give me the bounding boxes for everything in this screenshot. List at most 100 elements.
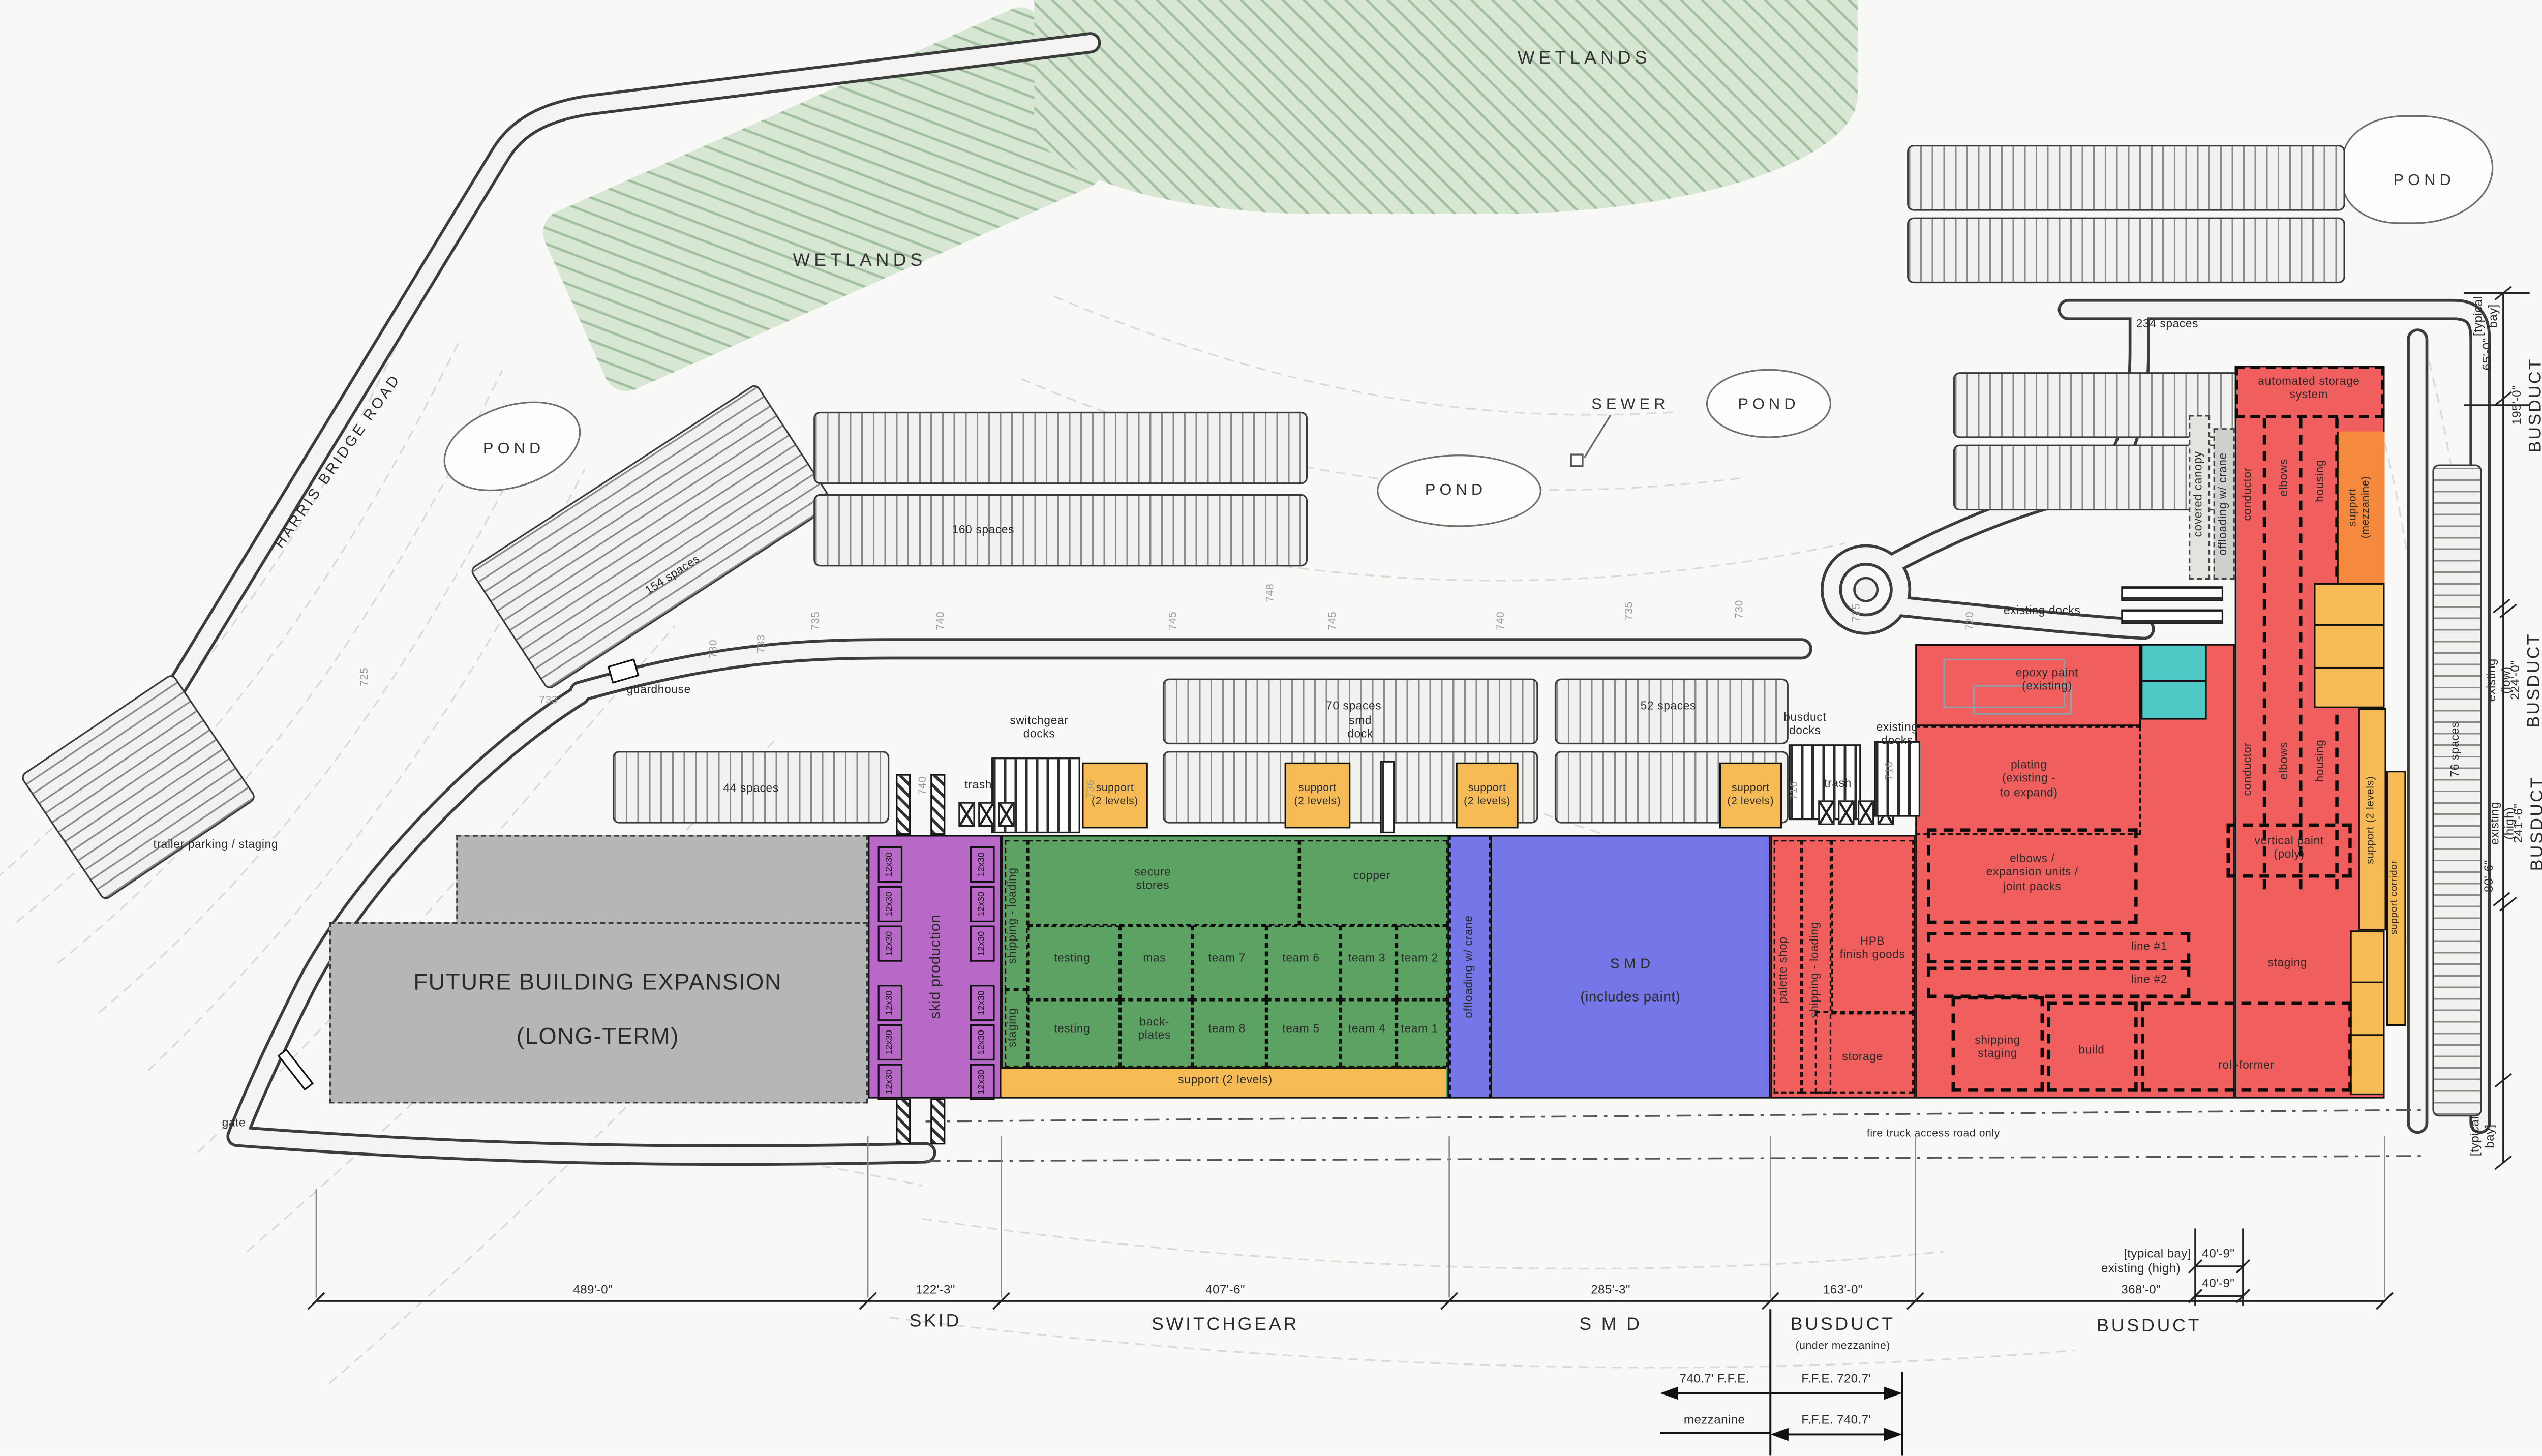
backplates-cell: [1119, 999, 1193, 1068]
dim-typical-bay: [typical bay]: [2124, 1246, 2191, 1261]
vertical-paint-label: vertical paint (poly): [2254, 836, 2324, 862]
pond-right-label: POND: [2393, 172, 2455, 190]
parking-44: [613, 751, 890, 824]
support-rooms-lower: [2350, 930, 2385, 1096]
automated-storage-cell: [2234, 366, 2385, 418]
team4-label: team 4: [1348, 1024, 1386, 1036]
conductor-top-label: conductor: [2243, 467, 2255, 521]
teal-room: [2141, 644, 2207, 720]
sg-support-label: support (2 levels): [1178, 1075, 1273, 1087]
ffe-left: 740.7' F.F.E.: [1679, 1371, 1749, 1386]
contour-label: 716: [1789, 781, 1801, 800]
rd-busduct-mid: BUSDUCT: [2524, 632, 2542, 728]
section-switchgear: SWITCHGEAR: [1151, 1315, 1299, 1335]
sg-shipping-loading-label: shipping - loading: [1008, 867, 1019, 964]
switchgear-building: [1001, 835, 1449, 1099]
skid-unit-label: 12x30: [885, 1030, 895, 1055]
existing-dock-bars-top: [2121, 586, 2224, 601]
skid-unit-label: 12x30: [977, 990, 987, 1016]
elbows-expansion-label: elbows / expansion units / joint packs: [1986, 854, 2078, 893]
ffe-right: F.F.E. 720.7': [1801, 1371, 1871, 1386]
gate-label: gate: [222, 1118, 246, 1130]
switchgear-shipping-loading-cell: [1004, 840, 1028, 990]
fire-truck-road-label: fire truck access road only: [1866, 1128, 2000, 1140]
roll-former-label: roll-former: [2218, 1060, 2275, 1072]
contour-label: 745: [1327, 611, 1340, 630]
guardhouse-label: guardhouse: [626, 685, 691, 696]
skid-unit-label: 12x30: [885, 892, 895, 917]
pond-mid-right-label: POND: [1738, 396, 1800, 414]
shipping-staging-room: [1951, 996, 2044, 1092]
support-corridor-strip: [2386, 770, 2406, 1026]
line1-room: [1926, 932, 2191, 963]
epoxy-paint-room: [1915, 644, 2141, 726]
busduct-under-mezzanine-building: [1770, 835, 1916, 1099]
contour-label: 740: [935, 611, 948, 630]
ffe-bottom: F.F.E. 740.7': [1801, 1412, 1871, 1428]
mas-label: mas: [1143, 953, 1166, 965]
sewer-label: SEWER: [1591, 396, 1670, 414]
skid-unit-label: 12x30: [885, 990, 895, 1016]
switchgear-staging-cell: [1004, 989, 1028, 1068]
skid-dock-stub: [930, 1098, 946, 1145]
section-smd: S M D: [1579, 1315, 1642, 1335]
contour-label: 730: [708, 639, 720, 658]
support-box1-label: support (2 levels): [1092, 782, 1138, 807]
parking-70-row1: [1162, 678, 1538, 745]
elbows-top-label: elbows: [2279, 459, 2291, 497]
team2-label: team 2: [1401, 953, 1438, 965]
switchgear-dock-stripes: [991, 757, 1080, 834]
sg-staging-label: staging: [1008, 1008, 1019, 1048]
contour-label: 740: [917, 776, 929, 795]
contour-label: 733: [756, 634, 768, 654]
pond-left-label: POND: [483, 440, 545, 459]
rd-80: 80'-6": [2481, 860, 2496, 893]
team2-cell: [1396, 925, 1448, 1000]
future-expansion-lower: [329, 922, 868, 1104]
dim-409-top: 40'-9": [2202, 1246, 2235, 1261]
testing2-label: testing: [1054, 1024, 1091, 1036]
team8-label: team 8: [1208, 1024, 1246, 1036]
contour-label: 716: [1884, 761, 1896, 780]
future-expansion-upper: [456, 835, 868, 927]
pond-mid: [1377, 454, 1541, 527]
contour-label: 745: [1168, 611, 1179, 630]
covered-canopy-label: covered canopy: [2193, 451, 2205, 537]
parking-44-label: 44 spaces: [723, 783, 779, 796]
wetlands-left-label: WETLANDS: [793, 251, 927, 271]
bd-staging-label: staging: [2267, 958, 2308, 970]
support-rooms-upper: [2314, 583, 2385, 708]
contour-label: 725: [1851, 603, 1863, 622]
skid-dock-stub: [930, 774, 946, 835]
dim-existing-high: existing (high): [2101, 1260, 2181, 1276]
testing-label: testing: [1054, 953, 1091, 965]
palette-shop-label: palette shop: [1778, 936, 1790, 1004]
support-box-4: [1719, 762, 1782, 829]
vertical-paint-room: [2226, 823, 2352, 878]
secure-stores-label: secure stores: [1134, 867, 1171, 893]
team1-cell: [1396, 999, 1448, 1068]
skid-unit-label: 12x30: [977, 1030, 987, 1055]
future-line2: (LONG-TERM): [516, 1022, 679, 1048]
support-box3-label: support (2 levels): [1464, 782, 1511, 807]
testing-cell: [1027, 925, 1120, 1000]
secure-stores-cell: [1027, 840, 1299, 926]
contour-label: 733: [539, 695, 558, 707]
existing-docks-mid-label: existing docks: [1876, 722, 1918, 748]
team3-label: team 3: [1348, 953, 1386, 965]
rd-65: 65'-0": [2479, 338, 2495, 371]
backplates-label: back- plates: [1138, 1017, 1171, 1043]
skid-building: 12x30 12x30 12x30 12x30 12x30 12x30 12x3…: [868, 835, 1002, 1100]
skid-unit-label: 12x30: [977, 852, 987, 877]
parking-52-row1: [1554, 678, 1789, 745]
skid-unit-label: 12x30: [885, 1069, 895, 1095]
hpb-label: HPB finish goods: [1839, 936, 1905, 962]
smd-label: S M D (includes paint): [1580, 938, 1680, 1005]
skid-unit-label: 12x30: [977, 931, 987, 956]
dim-368: 368'-0": [2121, 1282, 2161, 1297]
contour-label: 730: [1734, 599, 1746, 619]
plating-label: plating (existing - to expand): [2000, 760, 2058, 799]
testing2-cell: [1027, 999, 1120, 1068]
contour-label: 735: [1624, 601, 1636, 621]
trailer-parking-label: trailer parking / staging: [153, 839, 279, 852]
